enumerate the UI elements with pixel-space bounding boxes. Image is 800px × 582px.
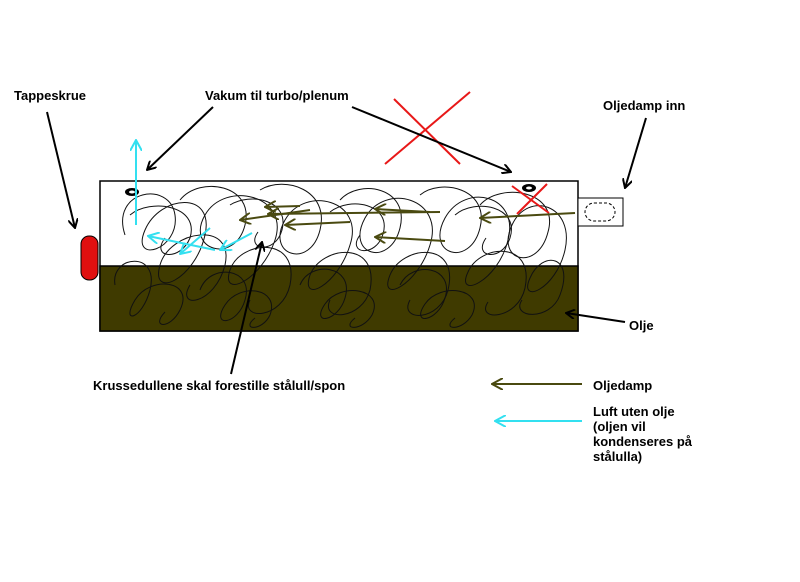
- label-tappeskrue: Tappeskrue: [14, 88, 87, 103]
- legend-label-luft: Luft uten olje (oljen vil kondenseres på…: [593, 404, 692, 464]
- steel-wool-scribbles: [114, 183, 567, 328]
- label-oljedamp-inn: Oljedamp inn: [603, 98, 686, 113]
- red-cross-small: [511, 183, 550, 215]
- tappeskrue-leader: [46, 111, 75, 228]
- krussedullene-leader: [230, 242, 262, 375]
- leader-arrows: [46, 106, 647, 375]
- vakum-leader-left: [147, 106, 214, 170]
- inlet-tube: [577, 197, 624, 227]
- oil-vapor-flow-arrows: [240, 206, 576, 241]
- clean-air-flow-arrows: [136, 140, 253, 254]
- label-krussedullene: Krussedullene skal forestille stålull/sp…: [93, 378, 346, 393]
- red-cross-large: [384, 91, 471, 165]
- oljedamp-inn-leader: [625, 117, 647, 188]
- vapor-inlet-top-hole-inner: [526, 186, 532, 190]
- legend-label-oljedamp: Oljedamp: [593, 378, 653, 393]
- drain-plug: [80, 235, 99, 281]
- olje-leader: [566, 313, 626, 323]
- label-vakum: Vakum til turbo/plenum: [205, 88, 349, 103]
- vakum-leader-right: [351, 106, 511, 172]
- vacuum-outlet-hole-inner: [129, 190, 135, 194]
- label-olje: Olje: [629, 318, 654, 333]
